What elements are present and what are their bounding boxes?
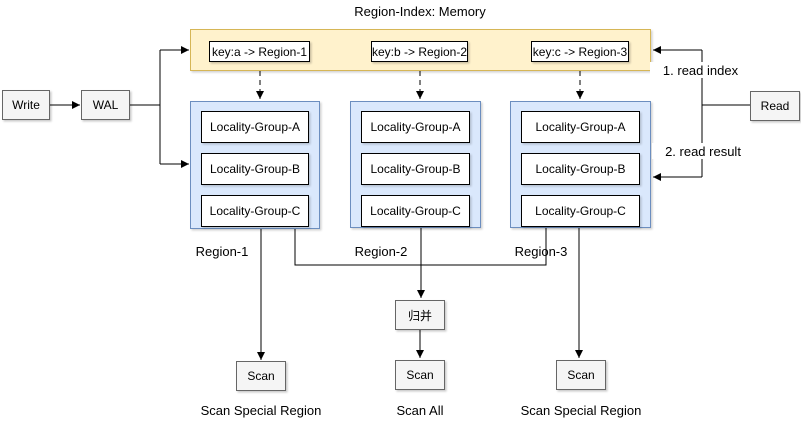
scan-node-left: Scan — [236, 361, 286, 391]
scan-node-right: Scan — [556, 360, 606, 390]
locality-group-box: Locality-Group-C — [201, 195, 309, 227]
scan-node-center: Scan — [395, 360, 445, 390]
wal-node: WAL — [81, 90, 130, 120]
locality-group-box: Locality-Group-C — [521, 195, 640, 227]
region-3-label: Region-3 — [514, 243, 568, 259]
locality-group-box: Locality-Group-A — [201, 111, 309, 143]
index-entry-key-a: key:a -> Region-1 — [209, 41, 310, 62]
read-step-2-label: 2. read result — [652, 143, 754, 159]
index-entry-key-c: key:c -> Region-3 — [531, 41, 629, 62]
merge-node: 归并 — [395, 300, 445, 330]
locality-group-box: Locality-Group-B — [361, 153, 470, 185]
locality-group-box: Locality-Group-A — [521, 111, 640, 143]
scan-caption-center: Scan All — [396, 402, 444, 418]
region-1-label: Region-1 — [195, 243, 249, 259]
write-node: Write — [2, 90, 50, 120]
index-entry-key-b: key:b -> Region-2 — [371, 41, 468, 62]
region-2-label: Region-2 — [354, 243, 408, 259]
region-2-container: Locality-Group-A Locality-Group-B Locali… — [350, 101, 481, 228]
read-node: Read — [750, 91, 800, 121]
wal-split-connector — [130, 50, 161, 164]
read-step-1-label: 1. read index — [650, 62, 751, 78]
locality-group-box: Locality-Group-A — [361, 111, 470, 143]
locality-group-box: Locality-Group-B — [201, 153, 309, 185]
locality-group-box: Locality-Group-B — [521, 153, 640, 185]
scan-caption-left: Scan Special Region — [200, 402, 322, 418]
scan-caption-right: Scan Special Region — [520, 402, 642, 418]
region-1-container: Locality-Group-A Locality-Group-B Locali… — [190, 101, 320, 229]
diagram-title: Region-Index: Memory — [354, 3, 486, 19]
region-3-container: Locality-Group-A Locality-Group-B Locali… — [510, 101, 651, 228]
locality-group-box: Locality-Group-C — [361, 195, 470, 227]
